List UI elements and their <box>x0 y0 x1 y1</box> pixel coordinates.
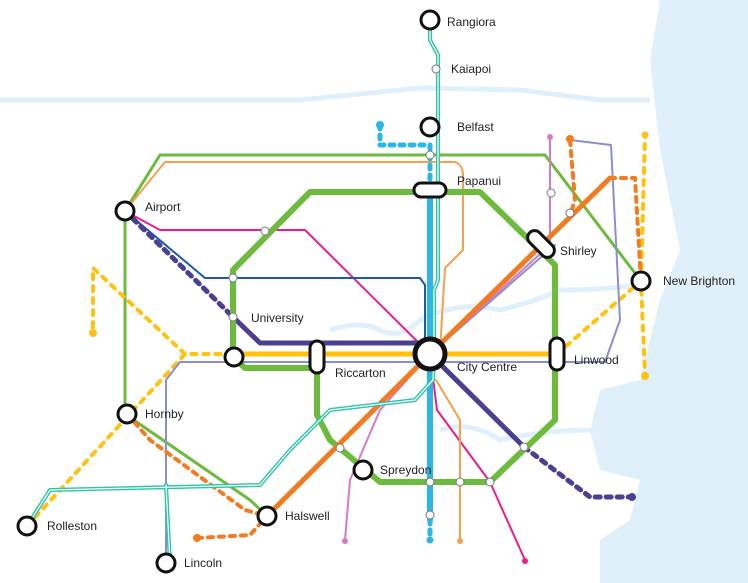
label-rolleston: Rolleston <box>47 519 98 533</box>
station-rangiora[interactable] <box>419 9 441 31</box>
line-cyan-dotted <box>377 122 433 543</box>
line-yellow-dotted <box>25 133 647 528</box>
line-teal-inner <box>26 19 439 564</box>
station-airport[interactable] <box>114 200 136 222</box>
stop-kaiapoi[interactable] <box>431 64 441 74</box>
line-termini <box>89 121 649 564</box>
station-west[interactable] <box>223 346 245 368</box>
stop[interactable] <box>228 273 238 283</box>
station-belfast[interactable] <box>419 116 441 138</box>
station-hornby[interactable] <box>116 403 138 425</box>
label-papanui: Papanui <box>457 174 502 188</box>
label-airport: Airport <box>145 200 181 214</box>
stop[interactable] <box>565 208 575 218</box>
stop[interactable] <box>519 442 529 452</box>
station-city-centre[interactable] <box>412 336 448 372</box>
line-outer-green <box>123 153 643 518</box>
label-new-brighton: New Brighton <box>663 274 736 288</box>
station-halswell[interactable] <box>256 505 278 527</box>
label-city-centre: City Centre <box>457 360 518 374</box>
station-spreydon[interactable] <box>352 459 374 481</box>
stop-university[interactable] <box>228 312 238 322</box>
line-orange-south <box>435 379 461 541</box>
label-lincoln: Lincoln <box>184 556 223 570</box>
label-rangiora: Rangiora <box>447 15 496 29</box>
station-shirley[interactable] <box>525 228 558 261</box>
stop[interactable] <box>425 510 435 520</box>
station-lincoln[interactable] <box>155 552 177 574</box>
station-linwood[interactable] <box>548 336 566 372</box>
station-papanui[interactable] <box>412 181 448 199</box>
station-rolleston[interactable] <box>16 515 38 537</box>
label-riccarton: Riccarton <box>335 366 386 380</box>
label-halswell: Halswell <box>285 509 330 523</box>
stop[interactable] <box>546 188 556 198</box>
line-orange-dotted <box>125 138 643 540</box>
label-kaiapoi: Kaiapoi <box>451 62 492 76</box>
line-purple-dotted <box>122 208 236 320</box>
stop[interactable] <box>425 150 435 160</box>
label-university: University <box>251 311 304 325</box>
line-purple-dotted-se <box>521 444 635 500</box>
stop[interactable] <box>335 443 345 453</box>
line-orange-north <box>124 161 464 351</box>
label-belfast: Belfast <box>457 120 494 134</box>
station-new-brighton[interactable] <box>630 270 652 292</box>
label-spreydon: Spreydon <box>380 463 432 477</box>
stop[interactable] <box>425 477 435 487</box>
label-shirley: Shirley <box>560 244 597 258</box>
stop[interactable] <box>455 477 465 487</box>
station-riccarton[interactable] <box>308 339 326 375</box>
stop[interactable] <box>260 226 270 236</box>
label-linwood: Linwood <box>574 353 619 367</box>
stop[interactable] <box>485 477 495 487</box>
label-hornby: Hornby <box>145 407 184 421</box>
line-navy <box>124 210 426 355</box>
